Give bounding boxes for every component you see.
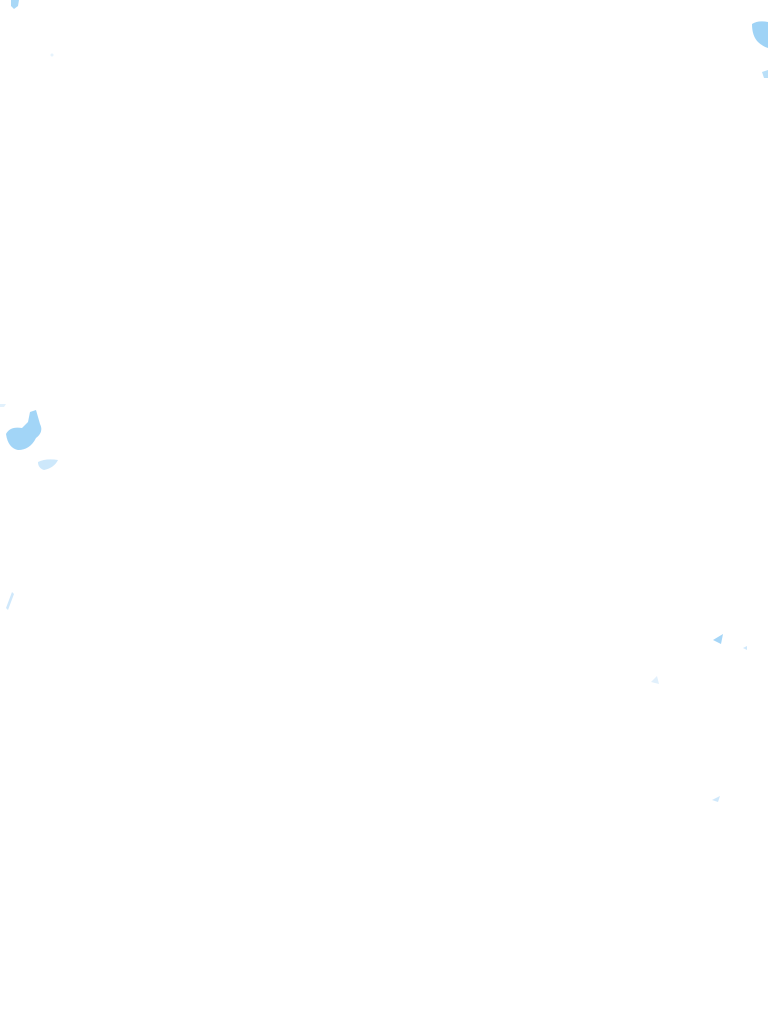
speckle-right-cluster [651,634,747,684]
speckle-left-mid [0,404,58,470]
speckle-top-right [752,21,768,78]
speckle-top-left [11,0,19,9]
speckle-left-streak [6,592,14,610]
speckle-faint-top [50,53,54,57]
speckle-right-small [712,796,720,802]
